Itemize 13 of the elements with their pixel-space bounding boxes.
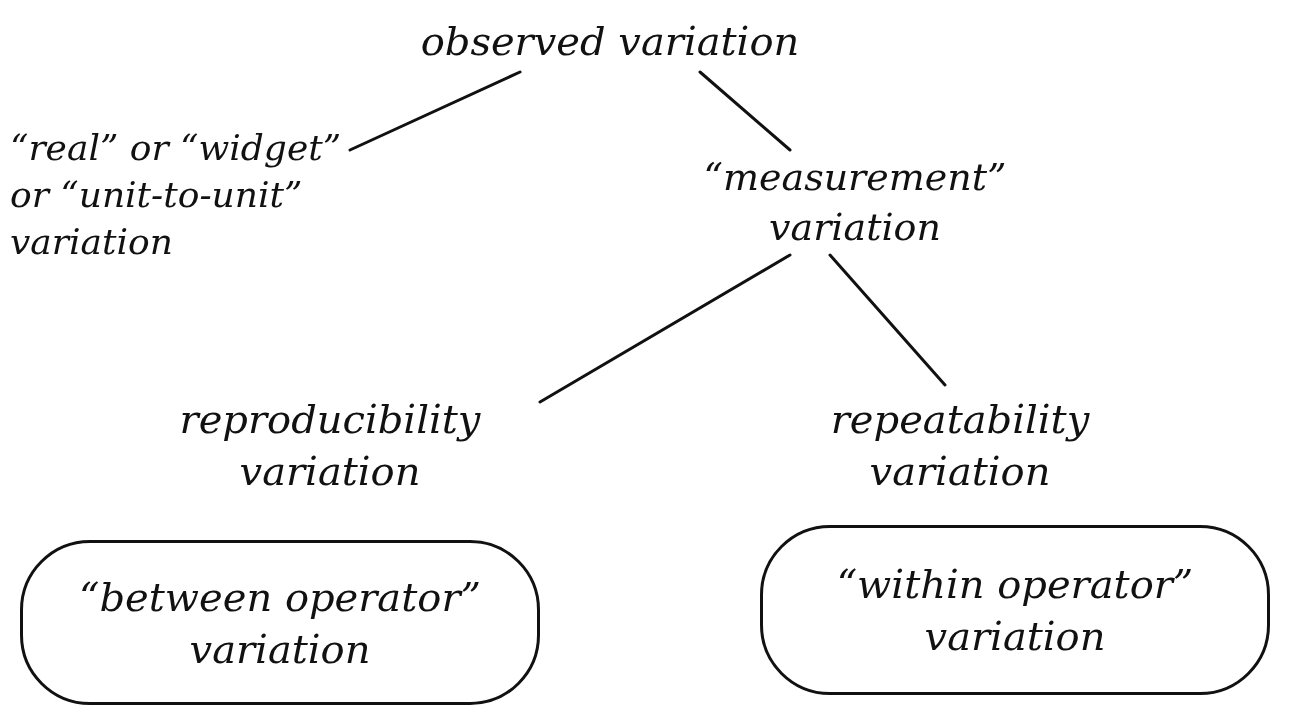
- rounded-box: [20, 540, 540, 705]
- node-label: repeatability variation: [829, 395, 1091, 496]
- connector-line: [348, 70, 522, 152]
- connector-line: [538, 253, 792, 404]
- node-label: reproducibility variation: [178, 395, 482, 496]
- connector-line: [698, 70, 792, 152]
- node-label: “real” or “widget” or “unit-to-unit” variation: [10, 126, 343, 264]
- rounded-box: [760, 525, 1270, 695]
- node-label: “measurement” variation: [702, 154, 1008, 251]
- connector-line: [828, 253, 947, 387]
- box-label: “between operator” variation: [78, 572, 482, 674]
- node-label: observed variation: [420, 17, 800, 66]
- box-label: “within operator” variation: [835, 560, 1195, 661]
